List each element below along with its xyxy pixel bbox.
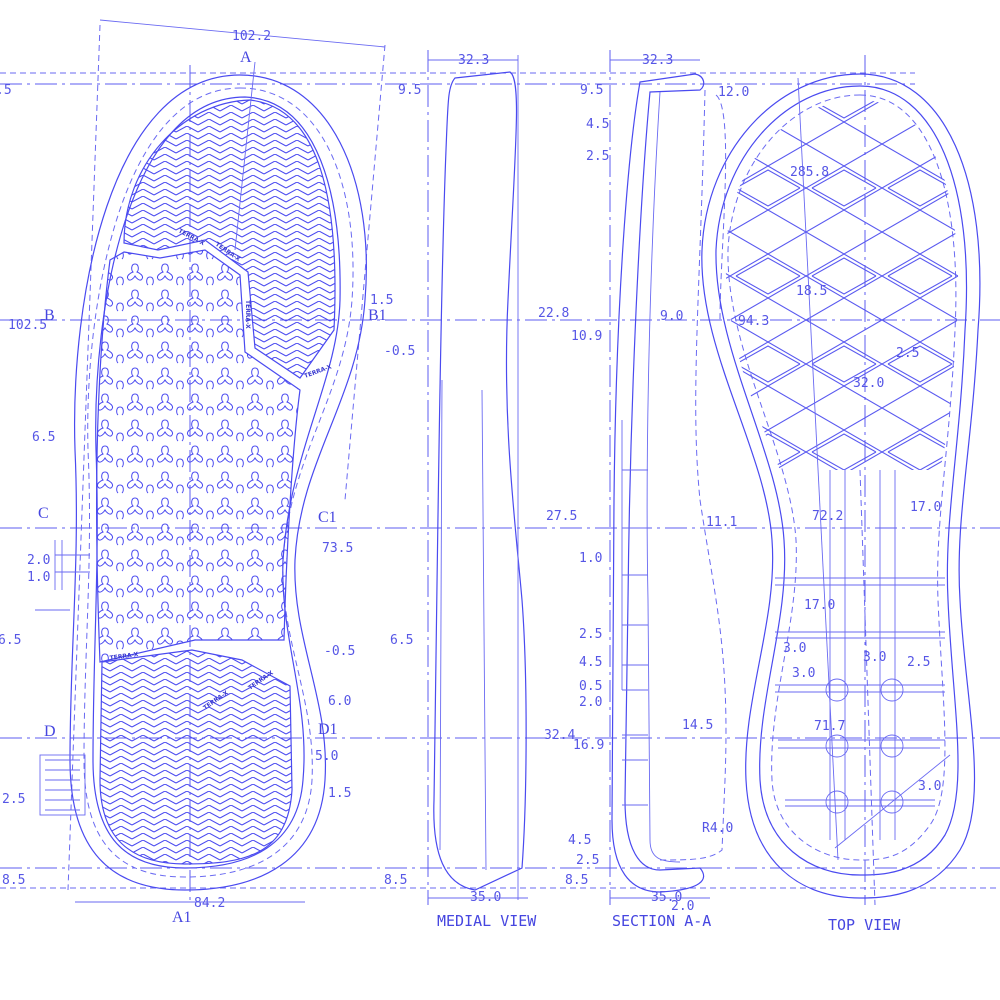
dimension: 10.9 <box>571 329 602 344</box>
dimension: 6.5 <box>32 430 55 445</box>
dimension: 102.5 <box>8 318 47 333</box>
dimension: 35.0 <box>651 890 682 905</box>
section-view: 32.3 9.5 12.0 4.5 2.5 10.9 9.0 11.1 1.0 … <box>565 53 749 930</box>
dimension: 2.0 <box>579 695 602 710</box>
dimension: 4.5 <box>579 655 602 670</box>
dimension: 6.5 <box>390 633 413 648</box>
top-view: 285.8 18.5 94.3 2.5 32.0 72.2 17.0 17.0 … <box>701 73 981 934</box>
dimension: 9.5 <box>398 83 421 98</box>
heel-grid <box>775 77 951 906</box>
section-mark-c: C <box>38 505 49 522</box>
top-view-title: TOP VIEW <box>828 916 901 934</box>
dimension: 1.5 <box>328 786 351 801</box>
dimension: 1.0 <box>579 551 602 566</box>
dimension: 3.0 <box>783 641 806 656</box>
dimension: 4.5 <box>586 117 609 132</box>
dimension: -0.5 <box>384 344 415 359</box>
dimension: 285.8 <box>790 165 829 180</box>
dimension: 35.0 <box>470 890 501 905</box>
dimension: 2.5 <box>576 853 599 868</box>
dimension: 94.3 <box>738 314 769 329</box>
dimension: 8.5 <box>2 873 25 888</box>
dimension: 71.7 <box>814 719 845 734</box>
dimension: 8.5 <box>565 873 588 888</box>
section-view-title: SECTION A-A <box>612 912 711 930</box>
bottom-view-labels: A A1 B B1 C C1 D D1 102.2 .5 102.5 1.5 -… <box>0 29 415 926</box>
section-mark-b1: B1 <box>368 307 387 324</box>
section-mark-c1: C1 <box>318 509 337 526</box>
diamond-tread <box>725 100 959 470</box>
section-mark-b: B <box>44 307 55 324</box>
dimension: 17.0 <box>804 598 835 613</box>
dimension: 2.5 <box>2 792 25 807</box>
midfoot-tread <box>95 249 301 663</box>
medial-view: 32.3 9.5 22.8 27.5 6.5 32.4 8.5 35.0 MED… <box>384 53 577 930</box>
dimension: 17.0 <box>910 500 941 515</box>
dimension: 32.0 <box>853 376 884 391</box>
dimension: 3.0 <box>863 650 886 665</box>
dimension: 3.0 <box>918 779 941 794</box>
dimension: 1.0 <box>27 570 50 585</box>
dimension: 32.3 <box>642 53 673 68</box>
dimension: 9.5 <box>580 83 603 98</box>
dimension: 22.8 <box>538 306 569 321</box>
dimension: 5.0 <box>315 749 338 764</box>
dimension: 16.9 <box>573 738 604 753</box>
dimension: 4.5 <box>568 833 591 848</box>
medial-view-title: MEDIAL VIEW <box>437 912 537 930</box>
logo-text: TERRA-X <box>244 300 251 329</box>
medial-outline <box>433 71 527 891</box>
dimension: 2.0 <box>27 553 50 568</box>
dimension: 102.2 <box>232 29 271 44</box>
forefoot-tread <box>123 99 336 379</box>
section-mark-d: D <box>44 723 56 740</box>
sole-outline <box>69 74 367 891</box>
dimension: 9.0 <box>660 309 683 324</box>
dimension: 84.2 <box>194 896 225 911</box>
dimension: 2.5 <box>586 149 609 164</box>
logo-text: TERRA-X <box>109 651 139 662</box>
dimension: .5 <box>0 83 12 98</box>
dimension: 1.5 <box>370 293 393 308</box>
dimension: 11.1 <box>706 515 737 530</box>
dimension: 27.5 <box>546 509 577 524</box>
dimension: 14.5 <box>682 718 713 733</box>
dimension: 0.5 <box>579 679 602 694</box>
dimension: 2.5 <box>907 655 930 670</box>
dimension: 73.5 <box>322 541 353 556</box>
dimension: 2.5 <box>579 627 602 642</box>
section-mark-a: A <box>240 49 252 66</box>
top-outline <box>701 73 981 899</box>
dimension: 18.5 <box>796 284 827 299</box>
dimension: -0.5 <box>324 644 355 659</box>
heel-tread <box>99 649 293 865</box>
dimension: 6.0 <box>328 694 351 709</box>
dimension: 72.2 <box>812 509 843 524</box>
dimension: 12.0 <box>718 85 749 100</box>
bottom-view: TERRA-X TERRA-X TERRA-X TERRA-X TERRA-X … <box>35 61 367 891</box>
dimension: 32.3 <box>458 53 489 68</box>
dimension: 8.5 <box>384 873 407 888</box>
section-mark-d1: D1 <box>318 721 338 738</box>
dimension: 32.4 <box>544 728 575 743</box>
dimension: 2.0 <box>671 899 694 914</box>
section-cells <box>621 420 648 806</box>
dimension: 2.5 <box>896 346 919 361</box>
dimension: R4.0 <box>702 821 733 836</box>
section-mark-a1: A1 <box>172 909 192 926</box>
dimension: 6.5 <box>0 633 21 648</box>
dimension: 3.0 <box>792 666 815 681</box>
